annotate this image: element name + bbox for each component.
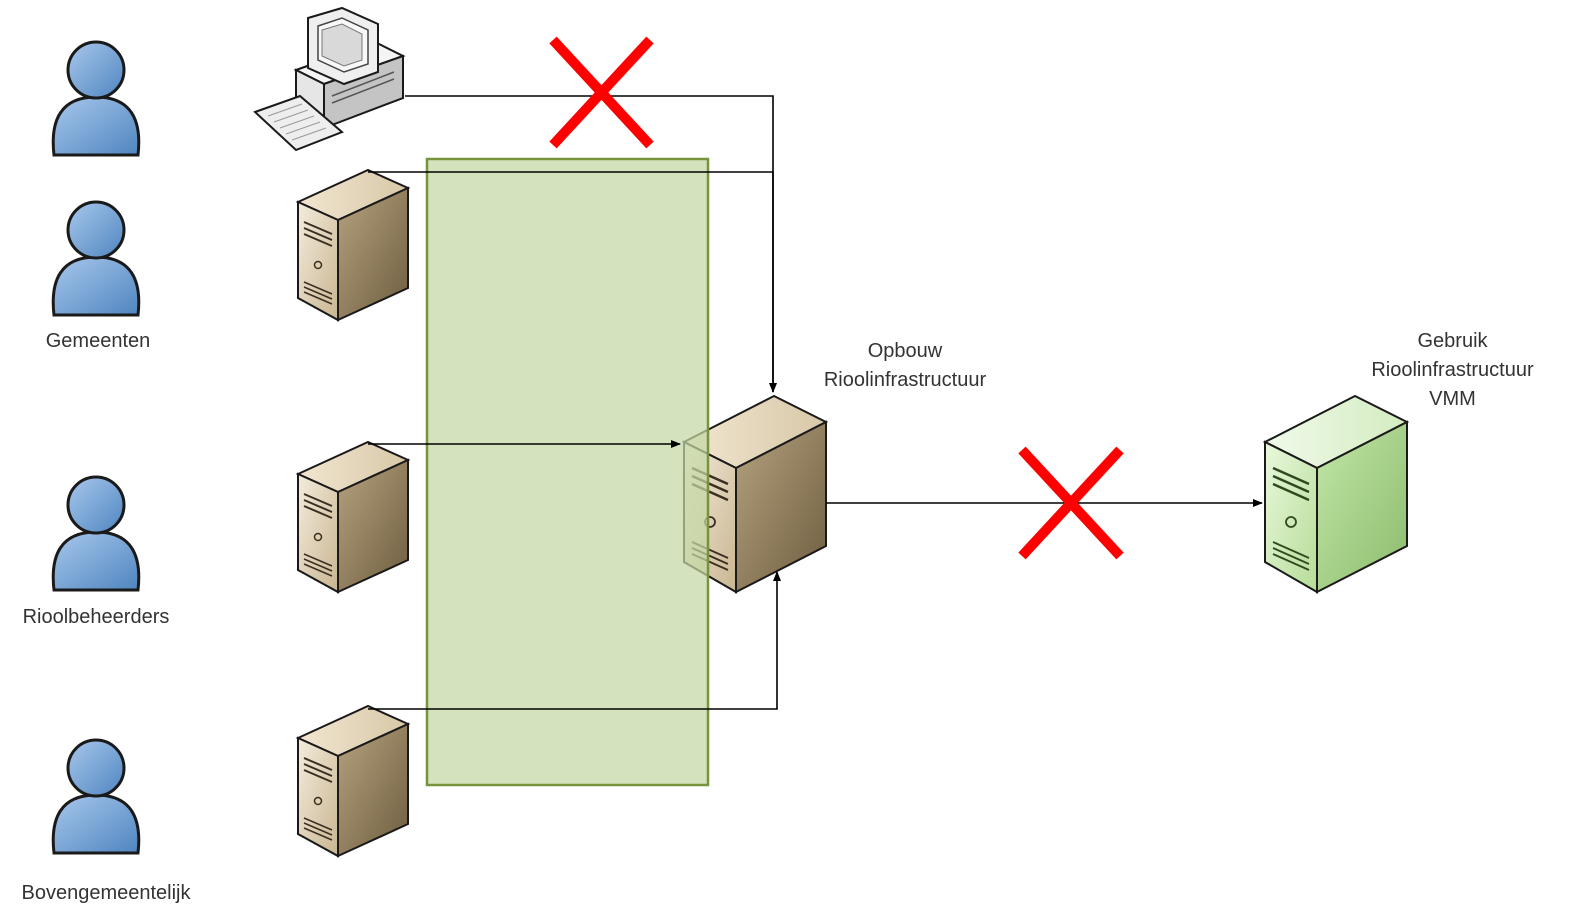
label-opbouw-line1: Opbouw xyxy=(867,340,943,362)
server-icon-1 xyxy=(297,169,409,321)
workstation-icon xyxy=(253,6,406,152)
vmm-server-icon xyxy=(1263,394,1409,594)
label-rioolbeheerders: Rioolbeheerders xyxy=(22,606,170,628)
label-bovengemeentelijk: Bovengemeentelijk xyxy=(21,882,191,904)
connector-server-1 xyxy=(368,171,774,392)
red-cross-icon-right xyxy=(1018,446,1124,560)
person-icon-1 xyxy=(51,40,141,157)
server-icon-3 xyxy=(297,705,409,857)
label-gebruik-line2: Rioolinfrastructuur xyxy=(1371,359,1534,381)
label-gebruik-line1: Gebruik xyxy=(1417,330,1488,352)
label-gebruik-line3: VMM xyxy=(1429,388,1476,410)
person-icon-2 xyxy=(51,200,141,317)
label-opbouw-line2: Rioolinfrastructuur xyxy=(823,369,987,391)
red-cross-icon-top xyxy=(549,36,654,149)
server-icon-2 xyxy=(297,441,409,593)
person-icon-3 xyxy=(51,475,141,592)
connector-server-3 xyxy=(368,571,781,710)
person-icon-4 xyxy=(51,738,141,855)
green-box xyxy=(425,157,710,787)
label-gemeenten: Gemeenten xyxy=(45,330,151,352)
